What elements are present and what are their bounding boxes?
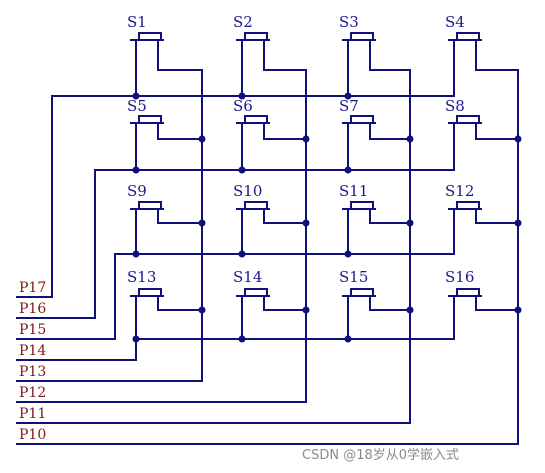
- pin-label-p16: P16: [19, 301, 46, 317]
- col4-tap-s8: [475, 123, 518, 140]
- switch-s10: [236, 201, 270, 210]
- col4-tap-s12: [475, 209, 518, 224]
- switch-s2: [236, 32, 270, 41]
- col3-tap-s15: [369, 296, 410, 311]
- pin-label-p10: P10: [19, 427, 46, 443]
- switch-s4: [448, 32, 482, 41]
- label-s12: S12: [445, 182, 474, 200]
- switch-s5: [130, 115, 164, 124]
- col2-tap-s10: [263, 209, 306, 224]
- label-s9: S9: [127, 182, 147, 200]
- switch-s11: [342, 201, 376, 210]
- row1-wire: [16, 40, 455, 298]
- col3-tap-s11: [369, 209, 410, 224]
- switch-s7: [342, 115, 376, 124]
- pin-label-p17: P17: [19, 280, 46, 296]
- label-s7: S7: [339, 97, 359, 115]
- label-s5: S5: [127, 97, 147, 115]
- switch-s3: [342, 32, 376, 41]
- col3-tap-s7: [369, 123, 410, 140]
- row3-wire: [16, 209, 455, 340]
- label-s10: S10: [233, 182, 262, 200]
- col1-tap-s13: [157, 296, 202, 311]
- label-s4: S4: [445, 13, 465, 31]
- junction-dots: [132, 92, 522, 343]
- col2-tap-s14: [263, 296, 306, 311]
- switch-s6: [236, 115, 270, 124]
- label-s15: S15: [339, 268, 368, 286]
- col4-wire: [16, 40, 519, 445]
- switch-s16: [448, 288, 482, 297]
- switch-s9: [130, 201, 164, 210]
- pin-label-p15: P15: [19, 322, 46, 338]
- label-s1: S1: [127, 13, 147, 31]
- col4-tap-s16: [475, 296, 518, 311]
- col1-tap-s5: [157, 123, 202, 140]
- row4-wire: [16, 296, 455, 361]
- watermark: CSDN @18岁从0学嵌入式: [302, 447, 459, 463]
- col1-tap-s9: [157, 209, 202, 224]
- label-s6: S6: [233, 97, 253, 115]
- switch-s15: [342, 288, 376, 297]
- col3-wire: [16, 40, 411, 424]
- switch-s8: [448, 115, 482, 124]
- label-s11: S11: [339, 182, 368, 200]
- label-s13: S13: [127, 268, 156, 286]
- pin-label-p14: P14: [19, 343, 46, 359]
- switch-s1: [130, 32, 164, 41]
- switch-s12: [448, 201, 482, 210]
- row2-wire: [16, 123, 455, 319]
- label-s2: S2: [233, 13, 253, 31]
- label-s14: S14: [233, 268, 262, 286]
- pin-label-p13: P13: [19, 364, 46, 380]
- col1-wire: [16, 40, 203, 382]
- pin-label-p12: P12: [19, 385, 46, 401]
- pin-label-p11: P11: [19, 406, 46, 422]
- switch-s13: [130, 288, 164, 297]
- col2-wire: [16, 40, 307, 403]
- label-s3: S3: [339, 13, 359, 31]
- label-s8: S8: [445, 97, 465, 115]
- label-s16: S16: [445, 268, 474, 286]
- col2-tap-s6: [263, 123, 306, 140]
- switch-s14: [236, 288, 270, 297]
